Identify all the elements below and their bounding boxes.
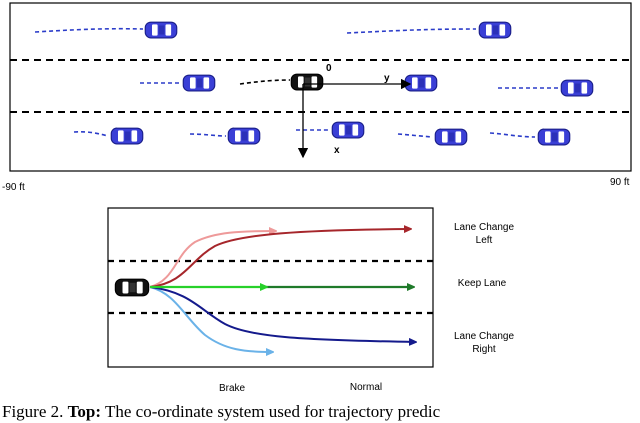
maneuver-ego-vehicle	[114, 278, 150, 297]
lane-change-left-normal-path	[149, 229, 410, 288]
label-lane-change-right-line1: Lane Change	[454, 331, 514, 342]
vehicle-1	[144, 21, 178, 39]
vehicle-5	[560, 79, 594, 97]
caption-bold: Top:	[67, 402, 102, 421]
y-axis-label: y	[384, 73, 390, 84]
vehicle-4	[404, 74, 438, 92]
caption-prefix: Figure 2.	[2, 402, 68, 421]
vehicle-8	[331, 121, 365, 139]
trail-8	[397, 133, 433, 138]
vehicle-9	[434, 128, 468, 146]
lane-change-right-brake-path	[149, 286, 272, 352]
trail-1	[34, 27, 144, 33]
range-left-label: -90 ft	[2, 182, 25, 193]
label-lane-change-left-line2: Left	[476, 235, 493, 246]
figure-caption: Figure 2. Top: The co-ordinate system us…	[2, 402, 440, 422]
maneuver-border	[107, 207, 434, 368]
trail-5	[73, 131, 109, 137]
x-axis-label: x	[334, 145, 340, 156]
label-normal: Normal	[350, 382, 382, 393]
vehicle-7	[227, 127, 261, 145]
lane-change-left-brake-path	[149, 231, 275, 288]
label-keep-lane: Keep Lane	[458, 278, 507, 289]
ego-vehicle	[290, 73, 324, 91]
vehicle-3	[182, 74, 216, 92]
vehicle-6	[110, 127, 144, 145]
maneuver-diagram: Lane Change Left Keep Lane Lane Change R…	[107, 207, 514, 394]
lane-change-right-normal-path	[149, 286, 415, 342]
label-lane-change-left-line1: Lane Change	[454, 222, 514, 233]
road-border	[9, 2, 632, 172]
trail-2	[346, 28, 477, 34]
label-lane-change-right-line2: Right	[472, 344, 496, 355]
trail-6	[189, 133, 227, 137]
trail-9	[489, 132, 536, 138]
vehicle-10	[537, 128, 571, 146]
ego-trail	[239, 79, 291, 85]
top-road-diagram: 0 y x -90 ft 90 ft	[2, 2, 632, 193]
history-trails	[34, 27, 558, 138]
origin-label: 0	[326, 63, 332, 74]
vehicle-2	[478, 21, 512, 39]
caption-rest: The co-ordinate system used for trajecto…	[101, 402, 441, 421]
range-right-label: 90 ft	[610, 177, 630, 188]
label-brake: Brake	[219, 383, 246, 394]
